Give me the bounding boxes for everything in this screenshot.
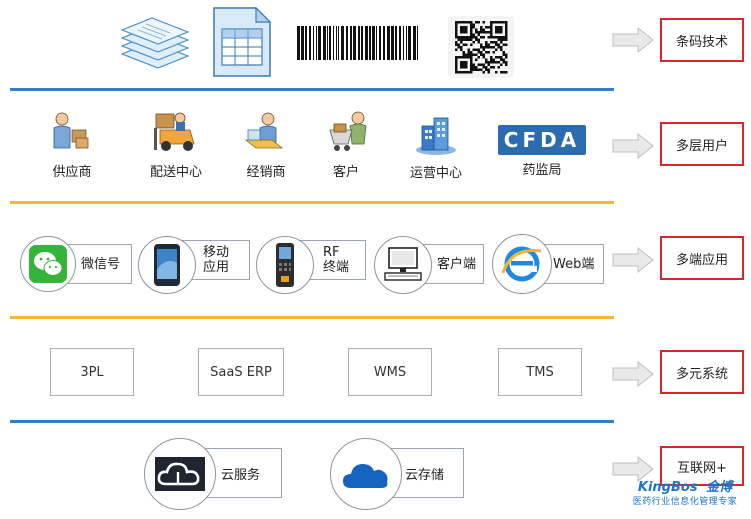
system-box-saas-erp: SaaS ERP bbox=[198, 348, 284, 396]
divider-blue-2 bbox=[10, 420, 614, 423]
user-label-dealer: 经销商 bbox=[246, 165, 286, 180]
row-label-multi-terminals: 多端应用 bbox=[660, 236, 744, 280]
user-label-supplier: 供应商 bbox=[52, 165, 92, 180]
terminal-label-rf-1: RF bbox=[323, 245, 340, 260]
brand-tagline: 医药行业信息化管理专家 bbox=[632, 497, 738, 507]
qr-code-icon bbox=[448, 16, 514, 78]
wechat-icon bbox=[20, 236, 76, 292]
user-label-customer: 客户 bbox=[332, 165, 359, 180]
divider-orange-2 bbox=[10, 316, 614, 319]
arrow-right-icon bbox=[612, 455, 654, 483]
cloud-label-storage: 云存储 bbox=[405, 467, 445, 483]
system-box-3pl: 3PL bbox=[50, 348, 134, 396]
rf-scanner-icon bbox=[256, 236, 314, 294]
supplier-person-icon bbox=[48, 110, 92, 154]
forklift-driver-icon bbox=[152, 108, 202, 154]
dealer-computer-icon bbox=[242, 110, 286, 154]
document-stack-icon bbox=[118, 14, 190, 70]
desktop-computer-icon bbox=[374, 236, 432, 294]
cloud-storage-icon bbox=[330, 438, 402, 510]
brand-name: KingBos bbox=[637, 480, 698, 495]
system-box-tms: TMS bbox=[498, 348, 582, 396]
terminal-label-web: Web端 bbox=[553, 256, 595, 272]
user-label-distribution-center: 配送中心 bbox=[149, 165, 202, 180]
row-label-internet-plus: 互联网+ bbox=[660, 446, 744, 486]
brand-name-cn: 金博 bbox=[706, 480, 733, 495]
user-label-drug-administration: 药监局 bbox=[522, 163, 562, 178]
cloud-label-service: 云服务 bbox=[221, 467, 261, 483]
cfda-logo-icon: CFDA bbox=[498, 125, 586, 155]
arrow-right-icon bbox=[612, 26, 654, 54]
operations-building-icon bbox=[414, 112, 458, 156]
row-label-multi-users: 多层用户 bbox=[660, 122, 744, 166]
terminal-label-rf-2: 终端 bbox=[323, 260, 350, 275]
barcode-icon bbox=[296, 26, 420, 60]
smartphone-icon bbox=[138, 236, 196, 294]
spreadsheet-document-icon bbox=[212, 6, 272, 77]
divider-orange-1 bbox=[10, 201, 614, 204]
terminal-label-mobile-1: 移动 bbox=[203, 245, 230, 260]
arrow-right-icon bbox=[612, 360, 654, 388]
user-label-operations-center: 运营中心 bbox=[409, 166, 462, 181]
terminal-label-client: 客户端 bbox=[437, 256, 477, 272]
web-browser-icon bbox=[492, 234, 552, 294]
terminal-label-wechat: 微信号 bbox=[81, 256, 121, 272]
system-box-wms: WMS bbox=[348, 348, 432, 396]
row-label-barcode-tech: 条码技术 bbox=[660, 18, 744, 62]
brand-logo: KingBos 金博 医药行业信息化管理专家 bbox=[622, 480, 748, 516]
terminal-label-mobile-2: 应用 bbox=[203, 260, 230, 275]
divider-blue-1 bbox=[10, 88, 614, 91]
customer-cart-icon bbox=[328, 110, 372, 154]
row-label-multi-systems: 多元系统 bbox=[660, 350, 744, 394]
arrow-right-icon bbox=[612, 246, 654, 274]
arrow-right-icon bbox=[612, 132, 654, 160]
cloud-service-icon bbox=[144, 438, 216, 510]
cfda-logo-text: CFDA bbox=[503, 128, 581, 152]
